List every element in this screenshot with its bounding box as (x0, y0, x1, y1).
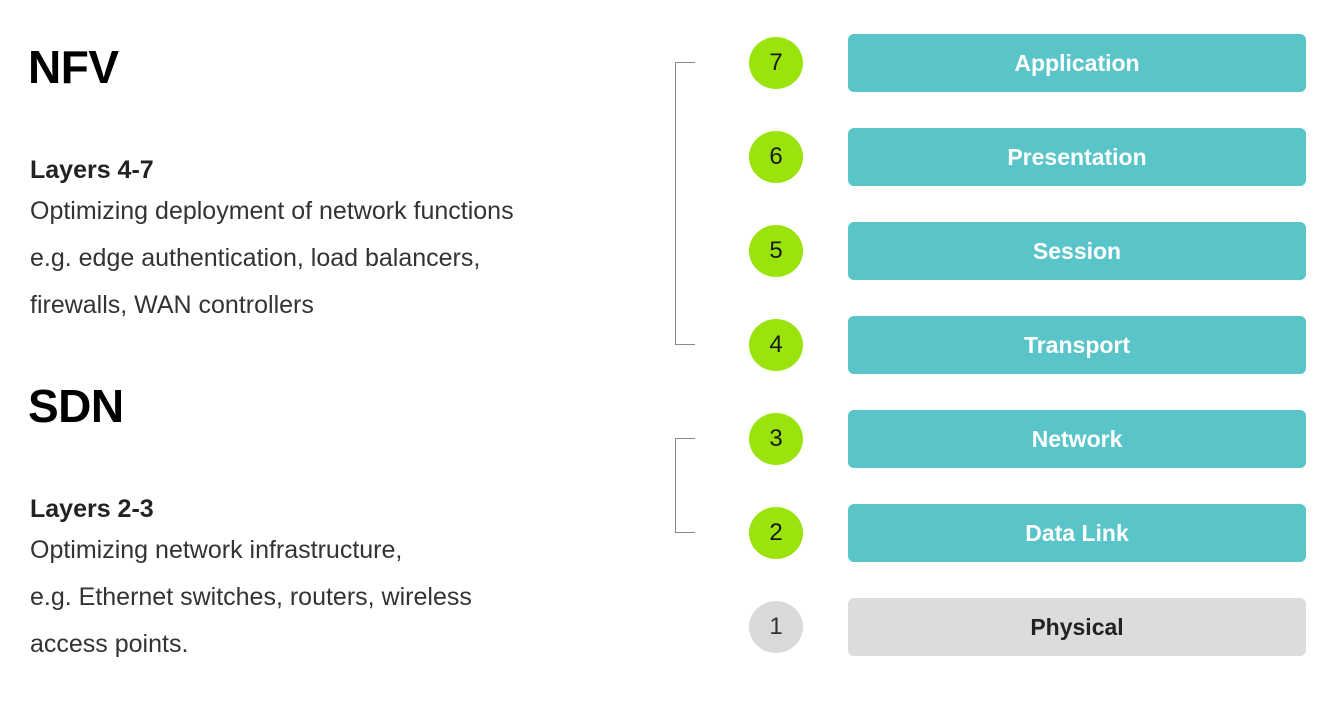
sdn-block: Layers 2-3 Optimizing network infrastruc… (30, 491, 630, 668)
layer-bar: Application (848, 34, 1306, 92)
layer-bar: Physical (848, 598, 1306, 656)
layer-bar: Data Link (848, 504, 1306, 562)
sdn-layer-bracket (675, 438, 695, 533)
nfv-description-line: Optimizing deployment of network functio… (30, 197, 514, 225)
layer-row-data-link: 2 Data Link (749, 504, 1307, 562)
layer-bar: Session (848, 222, 1306, 280)
sdn-description-line: access points. (30, 630, 189, 658)
layer-number-badge: 1 (749, 601, 803, 653)
layer-number-badge: 6 (749, 131, 803, 183)
layer-row-session: 5 Session (749, 222, 1307, 280)
layer-row-presentation: 6 Presentation (749, 128, 1307, 186)
layer-number-badge: 2 (749, 507, 803, 559)
layer-bar: Transport (848, 316, 1306, 374)
layer-bar: Presentation (848, 128, 1306, 186)
sdn-description-line: Optimizing network infrastructure, (30, 536, 403, 564)
layer-number-badge: 4 (749, 319, 803, 371)
nfv-title: NFV (28, 41, 119, 93)
nfv-subtitle: Layers 4-7 (30, 156, 154, 184)
sdn-title: SDN (28, 380, 124, 432)
layer-row-physical: 1 Physical (749, 598, 1307, 656)
nfv-description-line: firewalls, WAN controllers (30, 291, 314, 319)
sdn-subtitle: Layers 2-3 (30, 495, 154, 523)
sdn-description-line: e.g. Ethernet switches, routers, wireles… (30, 583, 472, 611)
layer-bar: Network (848, 410, 1306, 468)
nfv-description-line: e.g. edge authentication, load balancers… (30, 244, 481, 272)
layer-row-network: 3 Network (749, 410, 1307, 468)
layer-number-badge: 3 (749, 413, 803, 465)
nfv-layer-bracket (675, 62, 695, 345)
layer-number-badge: 5 (749, 225, 803, 277)
layer-number-badge: 7 (749, 37, 803, 89)
layer-row-transport: 4 Transport (749, 316, 1307, 374)
layer-row-application: 7 Application (749, 34, 1307, 92)
nfv-block: Layers 4-7 Optimizing deployment of netw… (30, 152, 630, 329)
